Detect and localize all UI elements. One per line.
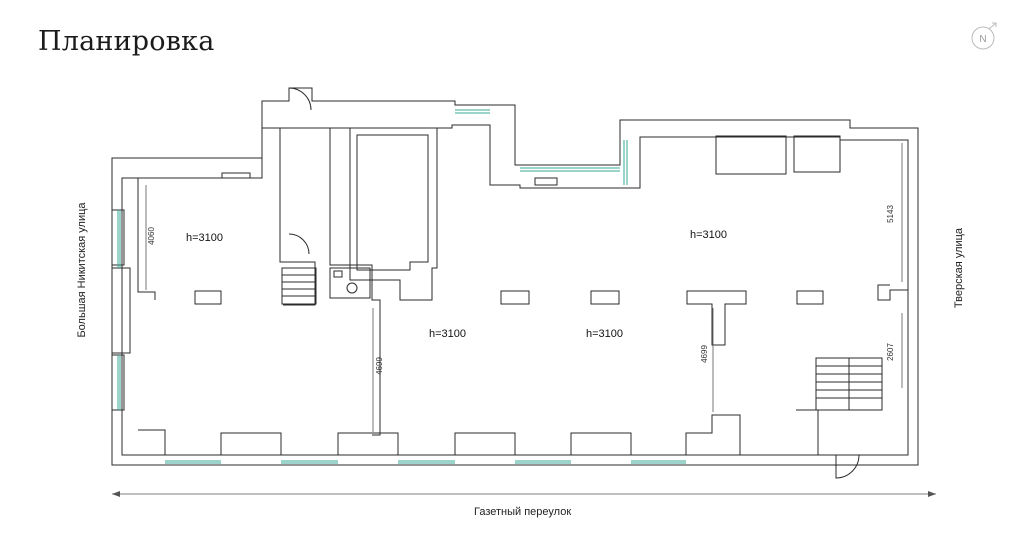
pillar: [686, 290, 747, 346]
pier: [220, 432, 282, 456]
pillar: [796, 290, 824, 305]
street-label-left: Большая Никитская улица: [76, 202, 88, 338]
sink-icon: [333, 270, 343, 278]
pillar: [500, 290, 530, 305]
dimension-label: 4699: [375, 357, 384, 375]
shaft: [715, 135, 787, 175]
partition-wall: [329, 128, 381, 436]
inner-wall: [121, 124, 909, 456]
door: [288, 233, 310, 255]
street-label-right: Тверская улица: [953, 227, 965, 309]
door: [835, 454, 860, 479]
toilet-icon: [346, 282, 358, 294]
stair-treads: [282, 274, 316, 297]
ceiling-height-label: h=3100: [429, 328, 466, 340]
partition-wall: [349, 128, 438, 301]
dimension-label: 2607: [886, 343, 895, 361]
dimension-label: 4060: [147, 227, 156, 245]
partition-wall: [796, 409, 819, 455]
compass-icon: N: [970, 22, 998, 50]
dimension-label: 4699: [700, 345, 709, 363]
windows: [117, 109, 686, 464]
pier: [685, 414, 741, 455]
partition-wall: [279, 128, 316, 306]
page-title: Планировка: [38, 26, 215, 57]
dimension-label: 5143: [886, 205, 895, 223]
ceiling-height-label: h=3100: [586, 328, 623, 340]
pier: [337, 432, 399, 456]
compass-label: N: [979, 34, 986, 45]
pillar: [590, 290, 620, 305]
pier: [570, 432, 632, 456]
ceiling-height-label: h=3100: [186, 232, 223, 244]
partition-wall: [840, 395, 883, 411]
stair-treads: [816, 358, 882, 410]
partition-wall: [137, 178, 156, 300]
ceiling-height-label: h=3100: [690, 229, 727, 241]
dimension-arrows: [112, 491, 936, 497]
pillar: [194, 290, 222, 305]
pier: [138, 429, 166, 455]
shaft: [793, 135, 841, 173]
outer-wall: [111, 87, 919, 466]
staircase: [281, 267, 317, 305]
partition-wall: [356, 134, 429, 271]
column: [111, 267, 131, 354]
partition-wall: [877, 284, 908, 301]
dimension-lines: [112, 143, 936, 495]
wc-room: [329, 267, 371, 299]
street-label-bottom: Газетный переулок: [474, 506, 572, 518]
pier: [454, 432, 516, 456]
door: [288, 87, 312, 111]
